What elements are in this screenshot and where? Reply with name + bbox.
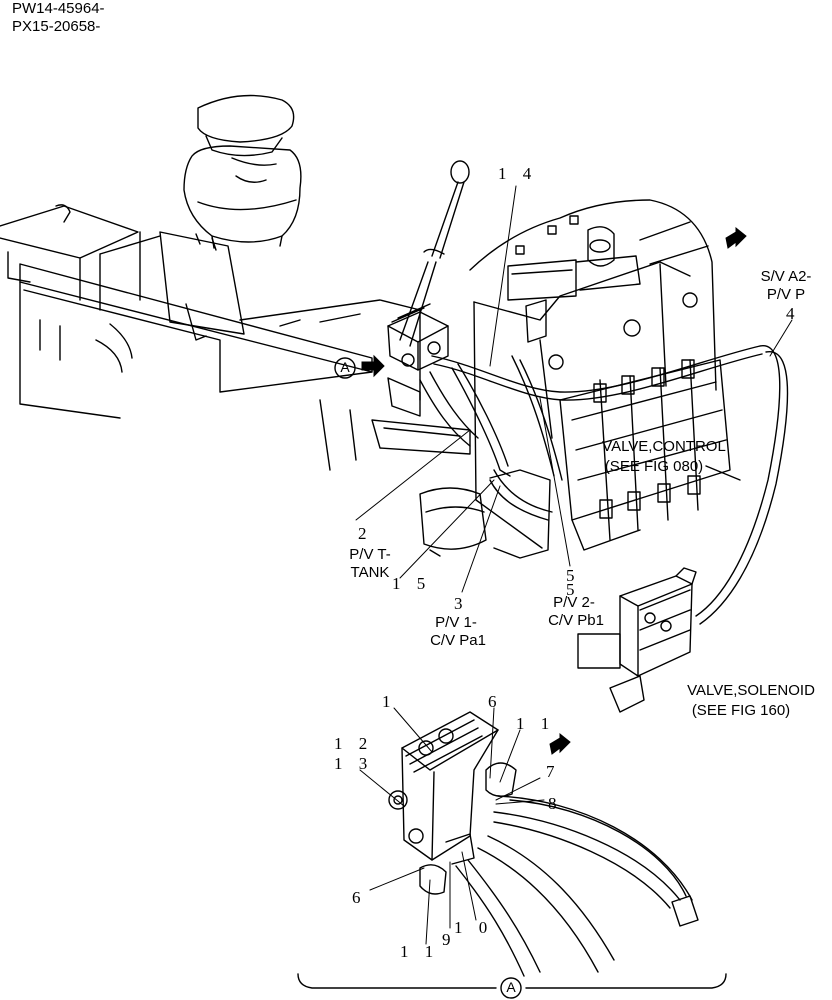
label-pv-1: P/V 1-	[435, 614, 477, 631]
label-valve-control: VALVE,CONTROL	[602, 438, 726, 455]
detail-a-pilot-valve	[388, 711, 517, 895]
callout-7: 7	[546, 762, 561, 781]
callout-5-upper: 5	[566, 566, 581, 585]
callout-6-bottom: 6	[352, 888, 367, 907]
section-a-arrow	[361, 354, 385, 378]
operator-seat	[183, 94, 302, 249]
label-tank: TANK	[350, 564, 390, 581]
frame-bracket	[0, 204, 373, 419]
valve-spool-stack	[559, 359, 741, 551]
callout-11-bottom: 1 1	[400, 942, 440, 961]
direction-arrow-icon	[725, 226, 747, 249]
callout-4: 4	[786, 304, 801, 323]
control-lever	[399, 160, 470, 347]
callout-10: 1 0	[454, 918, 494, 937]
label-sv-a2: S/V A2-	[760, 268, 812, 285]
section-a-marker	[334, 357, 356, 379]
label-pv-t: P/V T-	[349, 546, 391, 563]
section-a-letter: A	[340, 359, 350, 375]
callout-13: 1 3	[334, 754, 374, 773]
label-see-fig-080: (SEE FIG 080)	[604, 458, 704, 475]
pilot-valve-assembly	[387, 303, 449, 417]
detail-a-bracket	[297, 973, 727, 989]
callout-8: 8	[548, 794, 563, 813]
label-pv-2: P/V 2-	[553, 594, 595, 611]
callout-12: 1 2	[334, 734, 374, 753]
label-see-fig-160: (SEE FIG 160)	[691, 702, 791, 719]
pilot-hose-lines	[419, 345, 789, 625]
label-cv-pb1: C/V Pb1	[548, 612, 604, 629]
callout-15: 1 5	[392, 574, 432, 593]
callout-1: 1	[382, 692, 397, 711]
solenoid-valve	[577, 567, 697, 713]
label-cv-pa1: C/V Pa1	[430, 632, 486, 649]
callout-11-top: 1 1	[516, 714, 556, 733]
support-frame	[239, 299, 551, 559]
detail-a-letter: A	[506, 979, 516, 995]
model-serial-range-2: PX15-20658-	[12, 18, 101, 35]
label-valve-solenoid: VALVE,SOLENOID	[687, 682, 815, 699]
callout-3: 3	[454, 594, 469, 613]
callout-9: 9	[442, 930, 457, 949]
label-pv-p: P/V P	[766, 286, 806, 303]
callout-2: 2	[358, 524, 373, 543]
callout-14: 1 4	[498, 164, 538, 183]
callout-leader-lines	[355, 185, 793, 945]
callout-6-top: 6	[488, 692, 503, 711]
callout-5-lower: 5	[566, 580, 581, 599]
direction-arrow-icon-detail	[549, 732, 571, 755]
model-serial-range-1: PW14-45964-	[12, 0, 105, 17]
detail-a-circle	[500, 977, 522, 999]
detail-a-hoses	[455, 795, 699, 977]
